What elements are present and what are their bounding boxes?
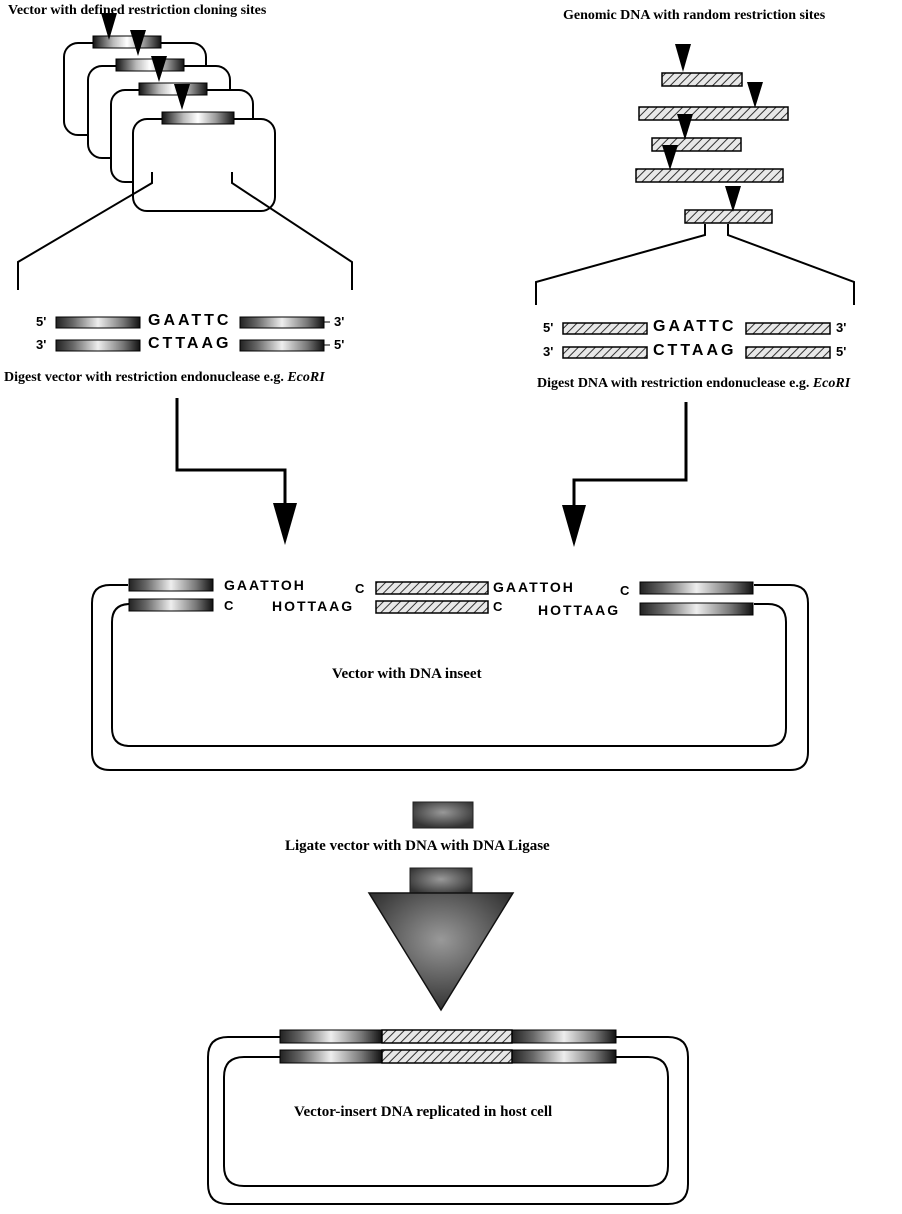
- c-bottom-left: C: [224, 598, 234, 613]
- left-process-arrow: [175, 398, 297, 545]
- sticky-bottom-left: HOTTAAG: [272, 598, 355, 614]
- insert-plasmid-outline: [91, 584, 809, 771]
- replicated-label: Vector-insert DNA replicated in host cel…: [294, 1104, 553, 1120]
- genomic-top-3prime: 3': [836, 320, 847, 335]
- vector-title: Vector with defined restriction cloning …: [8, 3, 267, 18]
- vector-digest-strands: [55, 316, 330, 352]
- genomic-top-site: GAATTC: [653, 318, 737, 335]
- sticky-top-right: GAATTOH: [493, 579, 575, 595]
- genomic-restriction-arrows: [662, 44, 763, 212]
- vector-bottom-3prime: 3': [36, 337, 47, 352]
- genomic-zoom-lines: [535, 224, 855, 305]
- genomic-top-5prime: 5': [543, 320, 554, 335]
- genomic-bottom-3prime: 3': [543, 344, 554, 359]
- right-process-arrow: [562, 402, 688, 547]
- vector-zoom-lines: [17, 172, 353, 290]
- genomic-title: Genomic DNA with random restriction site…: [563, 8, 826, 23]
- ligate-label: Ligate vector with DNA with DNA Ligase: [285, 838, 550, 854]
- digest-vector-enzyme: EcoRI: [287, 370, 325, 385]
- digest-vector-label: Digest vector with restriction endonucle…: [4, 370, 325, 386]
- ligase-block: [412, 801, 474, 829]
- vector-top-3prime: 3': [334, 314, 345, 329]
- vector-insert-label: Vector with DNA inseet: [332, 666, 482, 682]
- genomic-digest-strands: [562, 322, 831, 359]
- digest-dna-text: Digest DNA with restriction endonuclease…: [537, 376, 813, 391]
- vector-cloning-site-bars: [92, 35, 235, 125]
- vector-bottom-5prime: 5': [334, 337, 345, 352]
- digest-vector-text: Digest vector with restriction endonucle…: [4, 370, 288, 385]
- insert-dna-bars: [375, 581, 489, 614]
- recombinant-insert-bars: [381, 1029, 513, 1064]
- sticky-bottom-right: HOTTAAG: [538, 602, 621, 618]
- genomic-fragments: [635, 72, 789, 224]
- genomic-bottom-5prime: 5': [836, 344, 847, 359]
- digest-dna-enzyme: EcoRI: [812, 376, 851, 391]
- insert-plasmid-bars: [128, 578, 754, 616]
- c-top-mid-left: C: [355, 581, 365, 596]
- vector-top-5prime: 5': [36, 314, 47, 329]
- c-bottom-mid-right: C: [493, 599, 503, 614]
- recombinant-plasmid-outline: [207, 1036, 689, 1205]
- digest-dna-label: Digest DNA with restriction endonuclease…: [537, 376, 850, 392]
- genomic-bottom-site: CTTAAG: [653, 342, 737, 359]
- recombinant-plasmid-bars: [279, 1029, 617, 1064]
- c-top-right: C: [620, 583, 630, 598]
- ligation-arrow: [367, 867, 515, 1012]
- vector-restriction-arrows: [101, 13, 190, 110]
- sticky-top-left: GAATTOH: [224, 577, 306, 593]
- vector-bottom-site: CTTAAG: [148, 335, 232, 352]
- vector-top-site: GAATTC: [148, 312, 232, 329]
